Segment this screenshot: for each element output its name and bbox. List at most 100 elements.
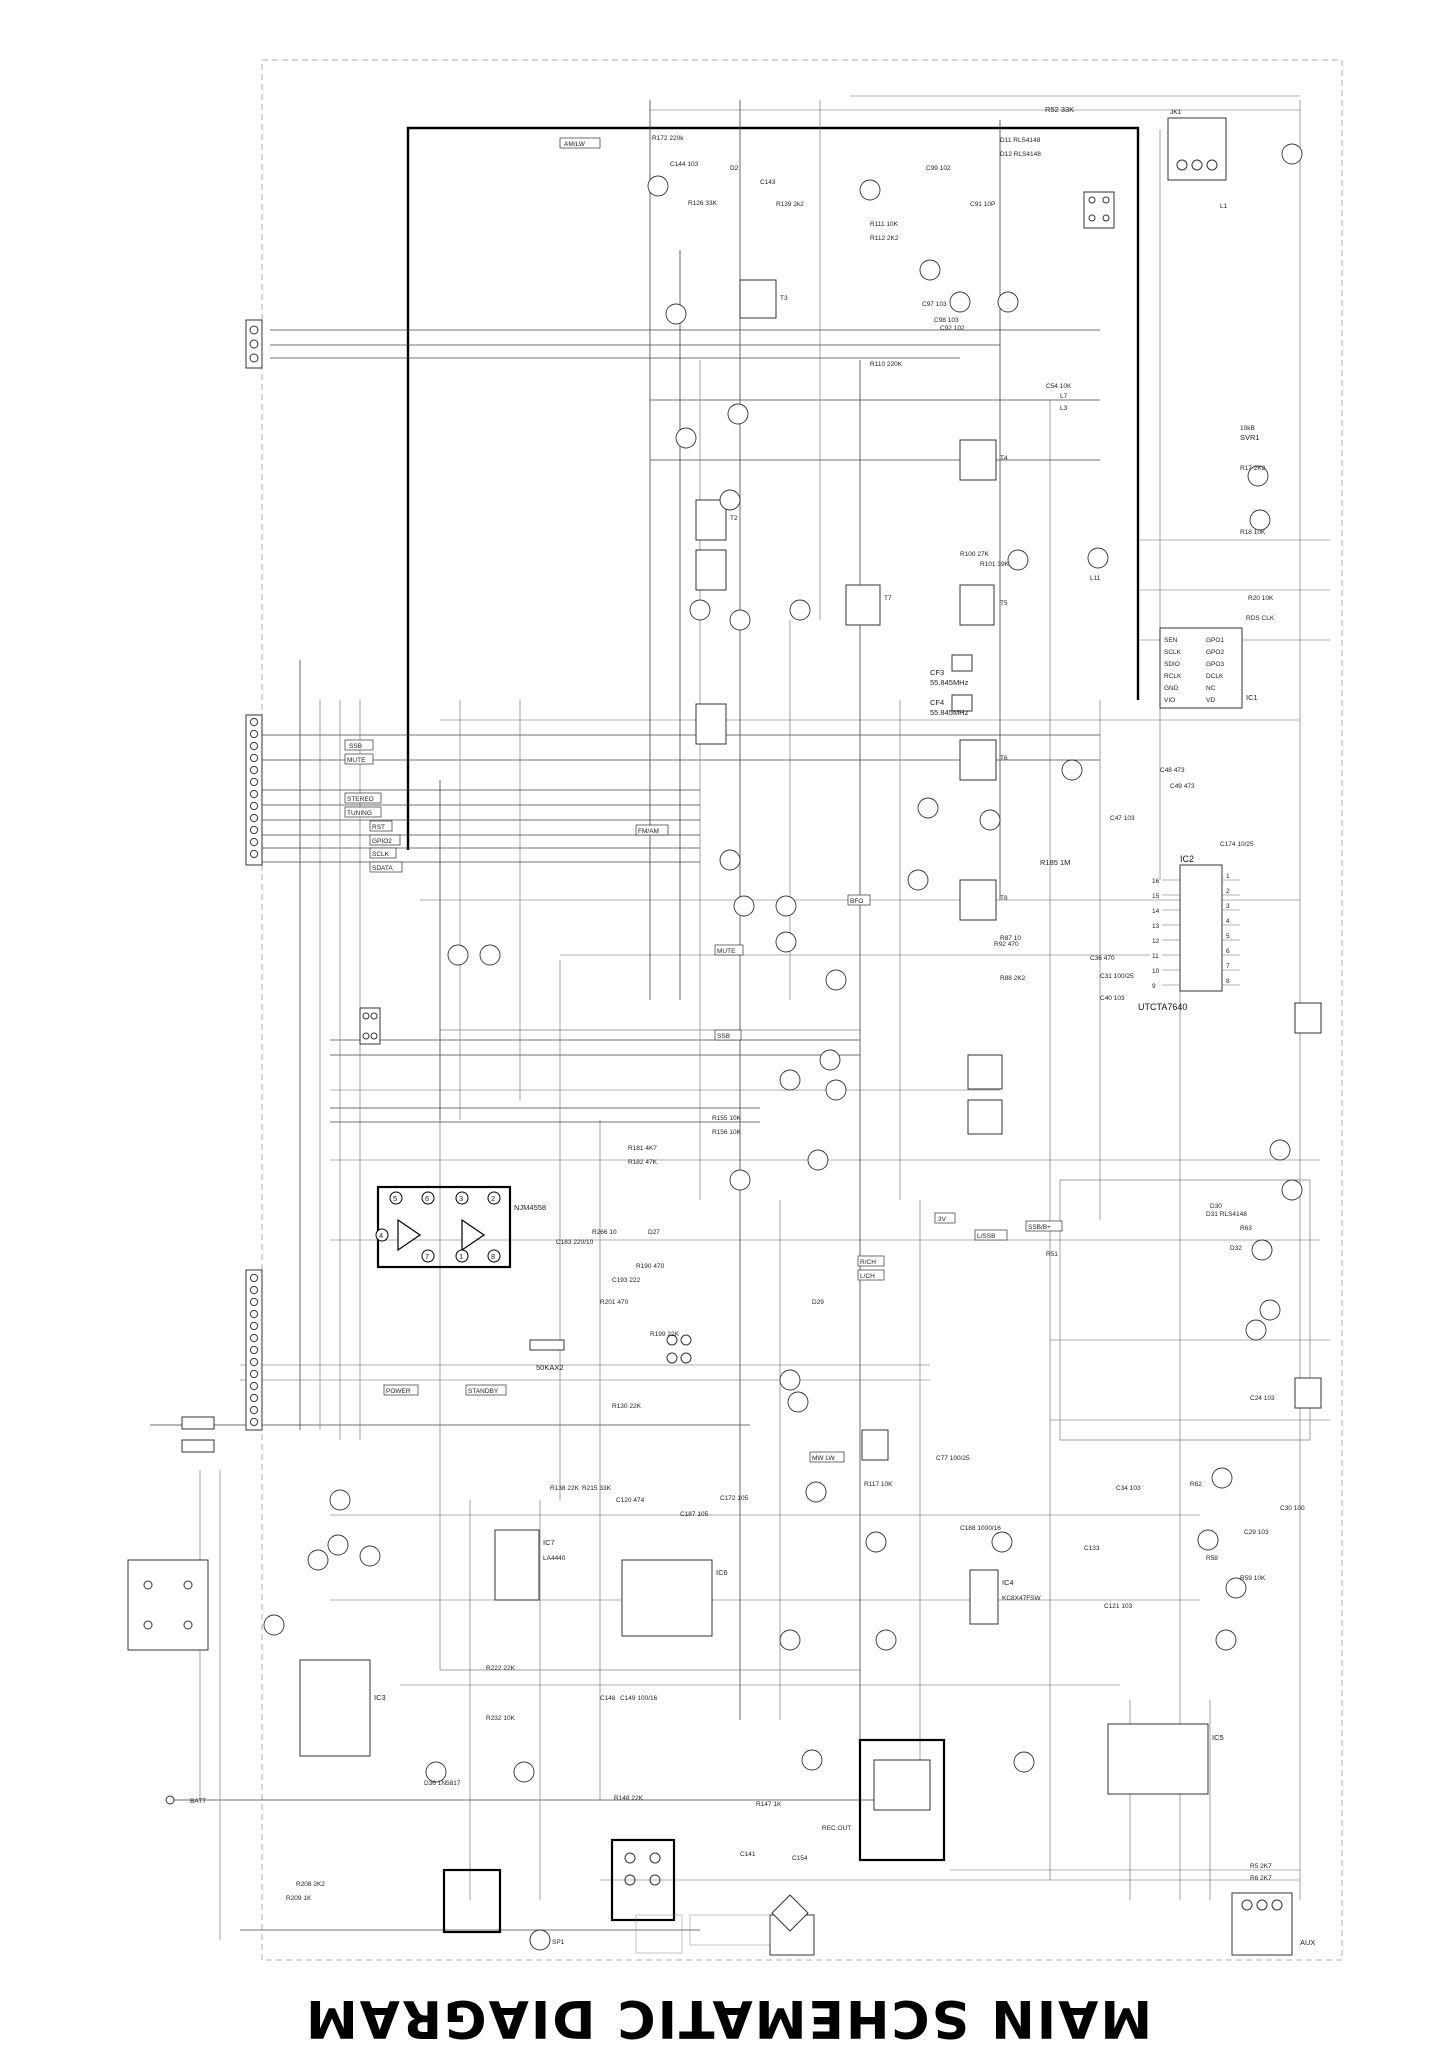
part-label-d36: D36 1N5817: [424, 1780, 461, 1787]
transistor-symbol: [949, 291, 971, 313]
part-label-c54: C54 10K: [1046, 383, 1072, 390]
connector-pin: [249, 1309, 259, 1319]
tag-sdata: SDATA: [369, 861, 403, 873]
tag-rst: RST: [369, 820, 393, 832]
part-label-r215: R215 33K: [582, 1485, 612, 1492]
part-label-c193: C193 222: [612, 1277, 641, 1284]
tag-mute-left: MUTE: [344, 753, 374, 765]
connector-pin: [249, 1297, 259, 1307]
ic3: IC3: [299, 1659, 386, 1757]
transistor-symbol: [825, 969, 847, 991]
part-label-r111: R111 10K: [870, 221, 899, 228]
tag-tuning: TUNING: [344, 806, 382, 818]
sw3: [127, 1559, 209, 1651]
opamp-pin: [455, 1249, 469, 1263]
connector-pin: [249, 1345, 259, 1355]
transistor-symbol: [1087, 547, 1109, 569]
ic1: IC1 RDS CLK SENSCLKSDIORCLKGNDVIOGPO1GPO…: [1159, 615, 1275, 709]
tag-l-ch: L/CH: [857, 1269, 885, 1281]
connector-pin: [249, 777, 259, 787]
part-label-c40: C40 103: [1100, 995, 1125, 1002]
transistor-symbol: [329, 1489, 351, 1511]
crystal-cf4: CF4 55.845MHz: [930, 694, 973, 717]
transistor-symbol: [779, 1369, 801, 1391]
transistor-symbol: [907, 869, 929, 891]
part-label-d32: D32: [1230, 1245, 1242, 1252]
ic2-pin-number: 1: [1226, 873, 1230, 880]
transistor-symbol: [917, 797, 939, 819]
svg-text:R185 1M: R185 1M: [1040, 858, 1070, 867]
part-label-r112: R112 2K2: [870, 235, 899, 242]
ic2-pin-number: 14: [1152, 908, 1160, 915]
svg-text:KC8X47FSW: KC8X47FSW: [1002, 1595, 1042, 1602]
svg-text:SCLK: SCLK: [372, 851, 390, 858]
ic4: IC4 KC8X47FSW: [969, 1569, 1042, 1625]
bridge-rectifier: [771, 1894, 809, 1932]
part-label-l3: L3: [1060, 405, 1068, 412]
ic2-pin-number: 6: [1226, 948, 1230, 955]
part-label-d12: D12 RLS4148: [1000, 151, 1041, 158]
part-label-r148: R148 22K: [614, 1795, 644, 1802]
ic1-pin-name: DCLK: [1206, 673, 1224, 680]
tag-fm-am: FM/AM: [635, 824, 669, 836]
transistor-symbol: [729, 609, 751, 631]
part-label-d29: D29: [812, 1299, 824, 1306]
svg-text:IC3: IC3: [374, 1693, 386, 1702]
svr1: SVR1 10kB: [1240, 425, 1260, 442]
transistor-symbol: [729, 1169, 751, 1191]
part-label-c31: C31 100/25: [1100, 973, 1134, 980]
connector-w1: [181, 1416, 215, 1453]
part-label-d11: D11 RLS4148: [1000, 137, 1041, 144]
svg-text:IC2: IC2: [1180, 854, 1194, 864]
opamp-pin-number: 5: [393, 1194, 397, 1203]
part-label-c120: C120 474: [616, 1497, 645, 1504]
part-label-r199: R199 22K: [650, 1331, 680, 1338]
connector-pin: [249, 813, 259, 823]
transistor-symbol: [807, 1149, 829, 1171]
transistor-symbol: [1247, 465, 1269, 487]
part-label-r147: R147 1K: [756, 1801, 782, 1808]
ic1-pin-name: GND: [1164, 685, 1179, 692]
part-label-r266: R266 10: [592, 1229, 617, 1236]
svg-text:GPIO2: GPIO2: [372, 838, 392, 845]
tag-ssb-mid: SSB: [714, 1029, 742, 1041]
svg-text:POWER: POWER: [386, 1388, 411, 1395]
connector-cn3: [245, 1269, 263, 1431]
svg-text:IC1: IC1: [1246, 693, 1258, 702]
transistor-symbol: [1225, 1577, 1247, 1599]
part-label-r58: R58: [1206, 1555, 1218, 1562]
svg-text:MUTE: MUTE: [717, 948, 736, 955]
transistor-symbol: [719, 849, 741, 871]
connector-pin: [249, 1417, 259, 1427]
tag-sclk: SCLK: [369, 847, 397, 859]
part-label-c148: C148: [600, 1695, 616, 1702]
transistor-symbol: [1215, 1629, 1237, 1651]
svg-text:T5: T5: [1000, 600, 1008, 607]
transistor-symbol: [1281, 1179, 1303, 1201]
svg-text:T6: T6: [1000, 755, 1008, 762]
transistor-symbol: [1007, 549, 1029, 571]
ic2-pin-number: 5: [1226, 933, 1230, 940]
connector-pin: [249, 801, 259, 811]
signal-callouts: R52 33K R185 1M: [1040, 105, 1074, 867]
ic1-pin-name: GPO1: [1206, 637, 1224, 644]
connector-pin: [249, 1369, 259, 1379]
transistor-symbol: [775, 931, 797, 953]
part-label-d30: D30: [1210, 1203, 1222, 1210]
part-label-r51: R51: [1046, 1251, 1058, 1258]
transistor-symbol: [359, 1545, 381, 1567]
opamp-pin: [487, 1191, 501, 1205]
part-label-r222: R222 22K: [486, 1665, 516, 1672]
opamp-pin-number: 8: [491, 1252, 495, 1261]
svg-text:50KAX2: 50KAX2: [536, 1363, 564, 1372]
transistor-symbol: [819, 1049, 841, 1071]
ic2-pin-number: 4: [1226, 918, 1230, 925]
ic2-pin-number: 10: [1152, 968, 1160, 975]
ic2-pin-number: 15: [1152, 893, 1160, 900]
connector-pin: [249, 753, 259, 763]
part-label-r208: R208 2K2: [296, 1881, 325, 1888]
svg-text:T3: T3: [780, 295, 788, 302]
connector-pin: [249, 837, 259, 847]
svg-text:RST: RST: [372, 824, 385, 831]
